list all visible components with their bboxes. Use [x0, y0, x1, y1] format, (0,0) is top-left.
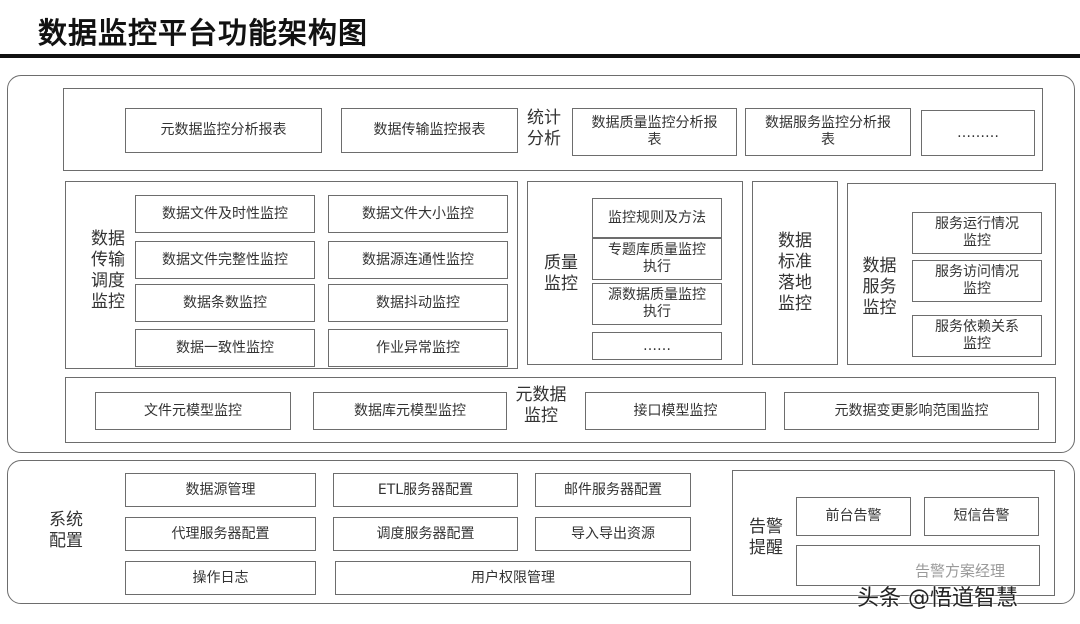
stats-label: 统计 分析: [527, 108, 561, 149]
config-label: 系统 配置: [49, 510, 83, 551]
file-metamodel-box: 文件元模型监控: [95, 392, 291, 430]
interface-model-box: 接口模型监控: [585, 392, 766, 430]
quality-report-box: 数据质量监控分析报 表: [572, 108, 737, 156]
alert-extra-box: [796, 545, 1040, 586]
etl-server-box: ETL服务器配置: [333, 473, 518, 507]
quality-label: 质量 监控: [544, 253, 578, 294]
scheduler-server-box: 调度服务器配置: [333, 517, 518, 551]
sms-alert-box: 短信告警: [924, 497, 1039, 536]
operation-log-box: 操作日志: [125, 561, 316, 595]
watermark-text: 头条 @悟道智慧: [857, 586, 1018, 611]
transfer-report-box: 数据传输监控报表: [341, 108, 518, 153]
db-metamodel-box: 数据库元模型监控: [313, 392, 507, 430]
watermark-faint-text: 告警方案经理: [915, 562, 1006, 580]
file-integrity-box: 数据文件完整性监控: [135, 241, 315, 279]
user-permission-box: 用户权限管理: [335, 561, 691, 595]
title-underline: [0, 54, 1080, 58]
standard-panel: [752, 181, 838, 365]
data-jitter-box: 数据抖动监控: [328, 284, 508, 322]
topic-quality-box: 专题库质量监控 执行: [592, 238, 722, 280]
alert-label: 告警 提醒: [749, 517, 783, 558]
service-run-box: 服务运行情况 监控: [912, 212, 1042, 254]
mail-server-box: 邮件服务器配置: [535, 473, 691, 507]
transfer-label: 数据 传输 调度 监控: [91, 229, 125, 312]
datasource-mgmt-box: 数据源管理: [125, 473, 316, 507]
metadata-impact-box: 元数据变更影响范围监控: [784, 392, 1039, 430]
frontend-alert-box: 前台告警: [796, 497, 911, 536]
file-timeliness-box: 数据文件及时性监控: [135, 195, 315, 233]
quality-more-box: ……: [592, 332, 722, 360]
source-quality-box: 源数据质量监控 执行: [592, 283, 722, 325]
service-dependency-box: 服务依赖关系 监控: [912, 315, 1042, 357]
service-access-box: 服务访问情况 监控: [912, 260, 1042, 302]
file-size-box: 数据文件大小监控: [328, 195, 508, 233]
data-consistency-box: 数据一致性监控: [135, 329, 315, 367]
rules-methods-box: 监控规则及方法: [592, 198, 722, 238]
job-exception-box: 作业异常监控: [328, 329, 508, 367]
import-export-box: 导入导出资源: [535, 517, 691, 551]
standard-label: 数据 标准 落地 监控: [778, 231, 812, 314]
service-report-box: 数据服务监控分析报 表: [745, 108, 911, 156]
stats-more-box: ………: [921, 110, 1035, 156]
record-count-box: 数据条数监控: [135, 284, 315, 322]
service-label: 数据 服务 监控: [862, 255, 897, 318]
page-title: 数据监控平台功能架构图: [38, 16, 369, 50]
metadata-report-box: 元数据监控分析报表: [125, 108, 322, 153]
source-connectivity-box: 数据源连通性监控: [328, 241, 508, 279]
metadata-label: 元数据 监控: [515, 385, 567, 426]
proxy-server-box: 代理服务器配置: [125, 517, 316, 551]
